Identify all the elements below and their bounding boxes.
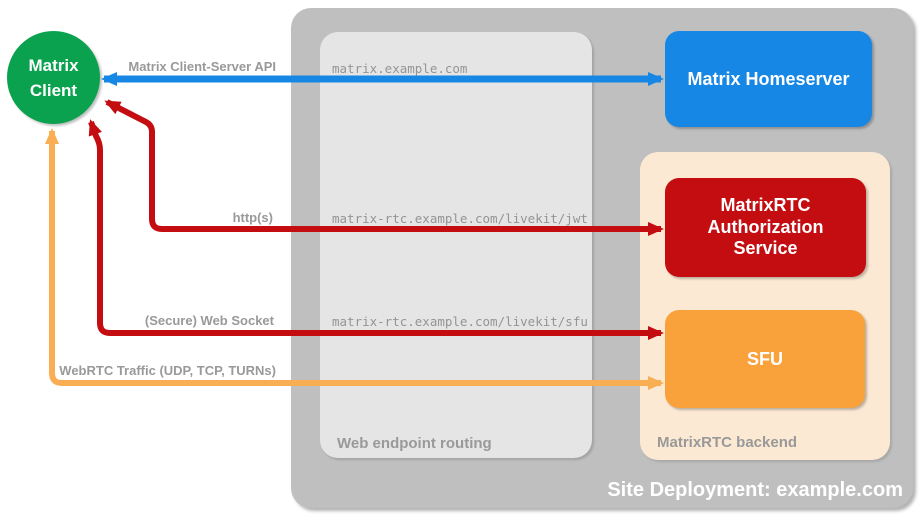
https-edge-label: http(s) <box>232 210 273 225</box>
sfu-label: SFU <box>747 348 783 369</box>
matrix-client-label-line1: Matrix <box>28 55 79 75</box>
matrix-client-label-line2: Client <box>29 80 78 100</box>
route-livekit-sfu: matrix-rtc.example.com/livekit/sfu <box>332 314 588 329</box>
web-endpoint-routing-box: Web endpoint routing <box>320 32 592 458</box>
webrtc-traffic-edge-label: WebRTC Traffic (UDP, TCP, TURNs) <box>59 363 276 378</box>
auth-service-label-line3: Service <box>733 238 798 259</box>
matrix-client-node: Matrix Client <box>7 31 100 124</box>
matrixrtc-authorization-service-node: MatrixRTC Authorization Service <box>665 178 866 277</box>
sfu-node: SFU <box>665 310 865 408</box>
auth-service-label-line1: MatrixRTC <box>720 195 811 216</box>
route-livekit-jwt: matrix-rtc.example.com/livekit/jwt <box>332 211 588 226</box>
matrix-homeserver-node: Matrix Homeserver <box>665 31 872 127</box>
web-socket-edge-label: (Secure) Web Socket <box>144 313 274 328</box>
client-server-api-edge-label: Matrix Client-Server API <box>128 59 276 74</box>
site-deployment-label: Site Deployment: example.com <box>607 479 903 501</box>
route-matrix-example-com: matrix.example.com <box>332 61 468 76</box>
matrix-homeserver-label: Matrix Homeserver <box>687 68 850 89</box>
matrixrtc-backend-label: MatrixRTC backend <box>657 434 798 451</box>
web-endpoint-routing-label: Web endpoint routing <box>337 435 492 452</box>
auth-service-label-line2: Authorization <box>707 216 824 237</box>
